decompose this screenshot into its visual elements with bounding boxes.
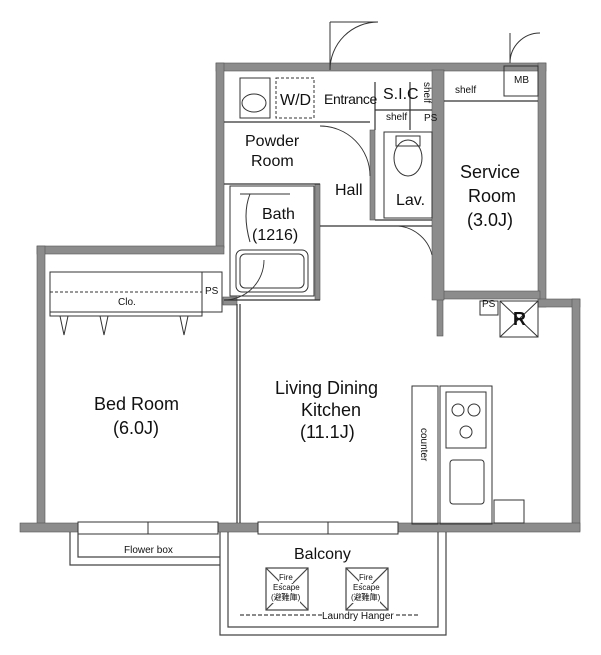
sic-label: S.I.C <box>383 86 419 103</box>
refrigerator-box <box>479 300 539 338</box>
powder-room-line1: Powder <box>245 133 300 150</box>
closet-label: Clo. <box>118 297 136 308</box>
flower-box-label: Flower box <box>124 545 173 556</box>
ldk-line1: Living Dining <box>275 378 379 398</box>
service-room-line2: Room <box>468 186 517 206</box>
hall-label: Hall <box>335 182 363 199</box>
bed-room-size: (6.0J) <box>113 418 160 438</box>
service-room-size: (3.0J) <box>467 210 514 230</box>
ps-service-label: PS <box>482 299 496 310</box>
shelf-top-label: shelf <box>455 85 477 96</box>
ldk-line2: Kitchen <box>301 400 362 420</box>
fire-escape-2-line1: Fire <box>359 573 373 583</box>
refrigerator-label: R <box>513 309 526 329</box>
kitchen-fixtures <box>411 385 525 525</box>
bath-name: Bath <box>262 206 295 223</box>
bath-size: (1216) <box>252 227 299 244</box>
powder-fixtures <box>239 77 315 119</box>
windows <box>77 521 399 535</box>
entrance-door <box>329 21 541 71</box>
ps-entrance-label: PS <box>424 113 438 124</box>
closet <box>49 271 223 336</box>
balcony-label: Balcony <box>294 546 351 563</box>
shelf-entrance-label: shelf <box>421 82 433 104</box>
shelf-sic-label: shelf <box>386 112 408 123</box>
mb-label: MB <box>514 75 529 86</box>
ldk-size: (11.1J) <box>300 422 355 442</box>
entrance-label: Entrance <box>324 91 377 107</box>
mb-box <box>503 65 539 97</box>
fire-escape-2-line2: Escape <box>353 583 380 593</box>
door-swings <box>223 125 433 301</box>
lav-label: Lav. <box>396 192 426 209</box>
lav-fixtures <box>383 131 433 219</box>
counter-label: counter <box>418 428 430 462</box>
fire-escape-1-line1: Fire <box>279 573 293 583</box>
service-room-name: Service <box>460 162 521 182</box>
ps-bed-label: PS <box>205 286 219 297</box>
fire-escape-2-line3: (避難庫) <box>351 593 381 603</box>
wd-label: W/D <box>280 92 312 109</box>
fire-escape-1-line2: Escape <box>273 583 300 593</box>
laundry-hanger-label: Laundry Hanger <box>322 611 394 623</box>
bath-fixtures <box>229 185 315 297</box>
partitions <box>224 82 538 523</box>
walls <box>19 62 581 533</box>
powder-room-line2: Room <box>251 153 294 170</box>
bed-room-name: Bed Room <box>94 394 180 414</box>
fire-escape-1-line3: (避難庫) <box>271 593 301 603</box>
